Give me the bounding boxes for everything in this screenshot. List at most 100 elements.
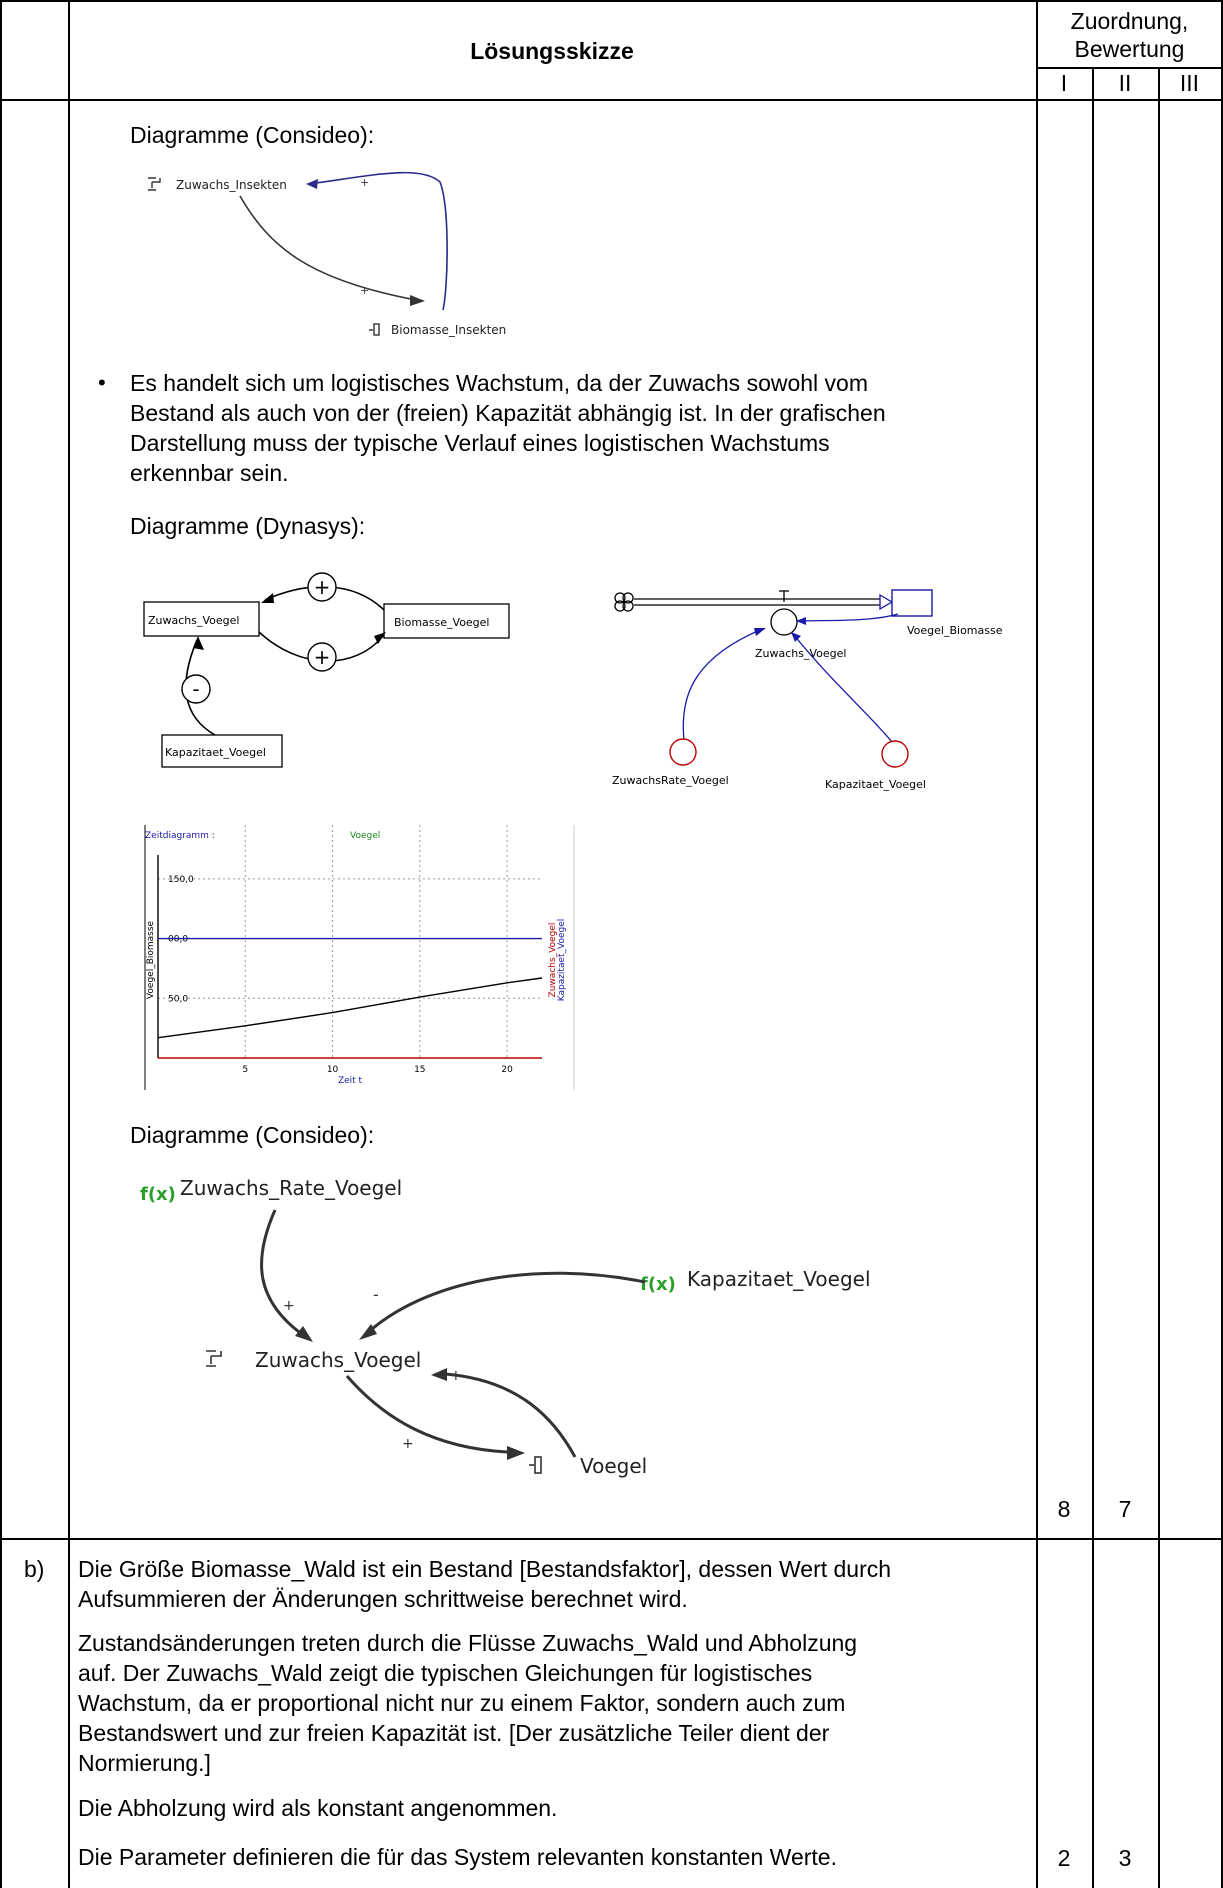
score-a-I: 8 <box>1057 1496 1071 1522</box>
y-tick-label: 150,0 <box>168 875 194 885</box>
fx-icon-capacity: f(x) <box>640 1274 676 1295</box>
node-kapazitaet-voegel: Kapazitaet_Voegel <box>165 746 266 759</box>
score-col-I-border <box>1092 67 1094 1888</box>
link-flow-stock-arrowhead <box>507 1446 525 1460</box>
score-col-II-border <box>1158 67 1160 1888</box>
node-biomasse-insekten: Biomasse_Insekten <box>391 323 506 337</box>
text-line: Wachstum, da er proportional nicht nur z… <box>78 1690 846 1716</box>
text-line: Zustandsänderungen treten durch die Flüs… <box>78 1630 858 1656</box>
node-zuwachs-voegel: Zuwachs_Voegel <box>255 1348 421 1372</box>
sign-circle-bottom <box>307 642 337 672</box>
sign-plus-rate: + <box>283 1298 295 1314</box>
node-box-zuwachs <box>143 601 260 637</box>
link-flow-stock <box>345 1375 508 1454</box>
link-rate-flow-arrowhead <box>295 1326 313 1342</box>
tap-icon <box>148 177 161 191</box>
flow-label: Zuwachs_Voegel <box>755 647 846 660</box>
consideo-voegel-title: Diagramme (Consideo): <box>130 1122 375 1148</box>
link-stock-flow-arrowhead <box>431 1368 447 1381</box>
text-line: Aufsummieren der Änderungen schrittweise… <box>78 1586 688 1612</box>
dynasys-title: Diagramme (Dynasys): <box>130 513 366 539</box>
bullet-marker: • <box>98 370 106 395</box>
link-bottom-arrowhead <box>374 632 386 644</box>
chart-label-zeitdiagramm: Zeitdiagramm : <box>145 831 215 841</box>
page-title: Lösungsskizze <box>470 38 634 64</box>
chart-title: Voegel <box>350 831 380 841</box>
stock-icon <box>529 1456 542 1474</box>
sign-plus-stock: + <box>450 1368 462 1384</box>
part-b-paragraph-4: Die Parameter definieren die für das Sys… <box>78 1844 837 1870</box>
link-stock-flow <box>797 613 899 622</box>
bullet-line: Es handelt sich um logistisches Wachstum… <box>130 370 869 396</box>
sign-plus-top: + <box>314 575 331 599</box>
x-axis-label: Zeit t <box>338 1076 363 1086</box>
sign-minus: - <box>192 677 199 701</box>
rate-converter <box>669 738 697 766</box>
x-tick-label: 10 <box>327 1065 339 1075</box>
table-top-border <box>0 0 1223 2</box>
col-III-header: III <box>1179 70 1200 96</box>
bullet-line: Bestand als auch von der (freien) Kapazi… <box>130 400 886 426</box>
link-stock-flow <box>444 1372 577 1458</box>
chart-series <box>157 937 543 1039</box>
bullet-paragraph: Es handelt sich um logistisches Wachstum… <box>130 368 886 488</box>
link-top-arrowhead <box>261 593 274 603</box>
score-b-II: 3 <box>1118 1845 1132 1871</box>
row-divider <box>0 1538 1223 1540</box>
pipe-arrowhead <box>879 593 894 611</box>
header-bottom-border <box>0 99 1223 101</box>
flow-arrow <box>239 195 417 301</box>
capacity-label: Kapazitaet_Voegel <box>825 778 926 791</box>
link-stock-flow-arrowhead <box>796 617 806 625</box>
bullet-line: erkennbar sein. <box>130 460 289 486</box>
stock-label: Voegel_Biomasse <box>907 624 1003 637</box>
sign-plus-bottom: + <box>360 284 369 297</box>
part-b-paragraph-2: Zustandsänderungen treten durch die Flüs… <box>78 1628 857 1778</box>
col-I-header: I <box>1060 70 1068 96</box>
chart-grid <box>158 825 542 1058</box>
content-column-border <box>1036 0 1038 1888</box>
node-zuwachs-insekten: Zuwachs_Insekten <box>176 178 287 192</box>
sign-plus-flow: + <box>402 1436 414 1452</box>
node-box-kapazitaet <box>161 734 283 768</box>
label-column-border <box>68 0 70 1888</box>
y2-axis-label-b: Kapazitaet_Voegel <box>557 919 567 1002</box>
rate-label: ZuwachsRate_Voegel <box>612 774 729 787</box>
consideo-insekten-title: Diagramme (Consideo): <box>130 122 375 148</box>
y-axis-label: Voegel_Biomasse <box>146 920 156 999</box>
flow-valve <box>770 608 798 636</box>
causal-loop-diagram: Zuwachs_Voegel Biomasse_Voegel Kapazitae… <box>143 572 510 768</box>
feedback-arrowhead <box>306 179 318 189</box>
sign-circle-minus <box>181 674 211 704</box>
score-b-I: 2 <box>1057 1845 1071 1871</box>
text-line: Die Größe Biomasse_Wald ist ein Bestand … <box>78 1556 892 1582</box>
part-b-paragraph-1: Die Größe Biomasse_Wald ist ein Bestand … <box>78 1554 891 1614</box>
flow-arrowhead <box>410 295 425 306</box>
bewertung-label: Bewertung <box>1074 36 1185 62</box>
part-b-label: b) <box>24 1556 45 1582</box>
flow-diagram: Voegel_Biomasse Zuwachs_Voegel ZuwachsRa… <box>612 589 1003 791</box>
link-minus-arrowhead <box>193 636 204 650</box>
link-rate-flow <box>260 1209 304 1337</box>
table-left-border <box>0 0 2 1888</box>
link-cap-flow-arrowhead <box>791 632 801 642</box>
node-zuwachs-rate-voegel: Zuwachs_Rate_Voegel <box>180 1176 402 1200</box>
node-kapazitaet-voegel: Kapazitaet_Voegel <box>687 1267 871 1291</box>
node-zuwachs-voegel: Zuwachs_Voegel <box>148 614 239 627</box>
sign-plus-bottom: + <box>314 645 331 669</box>
y-tick-label: 00,0 <box>168 935 188 945</box>
sign-circle-top <box>307 572 337 602</box>
node-box-biomasse <box>383 603 510 639</box>
x-tick-label: 20 <box>501 1065 513 1075</box>
series-line-voegel-biomasse <box>157 977 543 1039</box>
capacity-converter <box>881 740 909 768</box>
bullet-line: Darstellung muss der typische Verlauf ei… <box>130 430 830 456</box>
consideo-voegel-diagram: f(x) Zuwachs_Rate_Voegel f(x) Kapazitaet… <box>140 1176 871 1478</box>
y2-axis-label-a: Zuwachs_Voegel <box>548 923 558 998</box>
text-line: auf. Der Zuwachs_Wald zeigt die typische… <box>78 1660 813 1686</box>
sign-minus-capacity: - <box>373 1285 379 1304</box>
table-right-border <box>1221 0 1223 1888</box>
consideo-insekten-diagram: Zuwachs_Insekten + + Biomasse_Insekten <box>148 171 506 337</box>
